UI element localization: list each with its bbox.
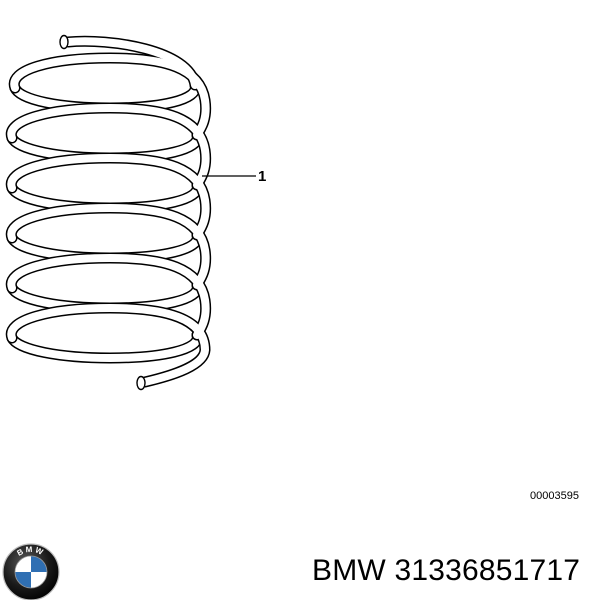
coil-spring — [5, 34, 212, 391]
svg-text:BMW: BMW — [16, 545, 47, 558]
spring-top-end — [59, 34, 69, 50]
spring-front-coils — [5, 35, 212, 388]
callout-number: 1 — [258, 168, 267, 185]
bmw-logo: BMW — [2, 543, 60, 600]
spring-bottom-end — [136, 375, 146, 391]
drawing-number: 00003595 — [530, 490, 579, 502]
logo-roundel — [14, 555, 48, 589]
part-number-caption: BMW 31336851717 — [312, 554, 581, 587]
